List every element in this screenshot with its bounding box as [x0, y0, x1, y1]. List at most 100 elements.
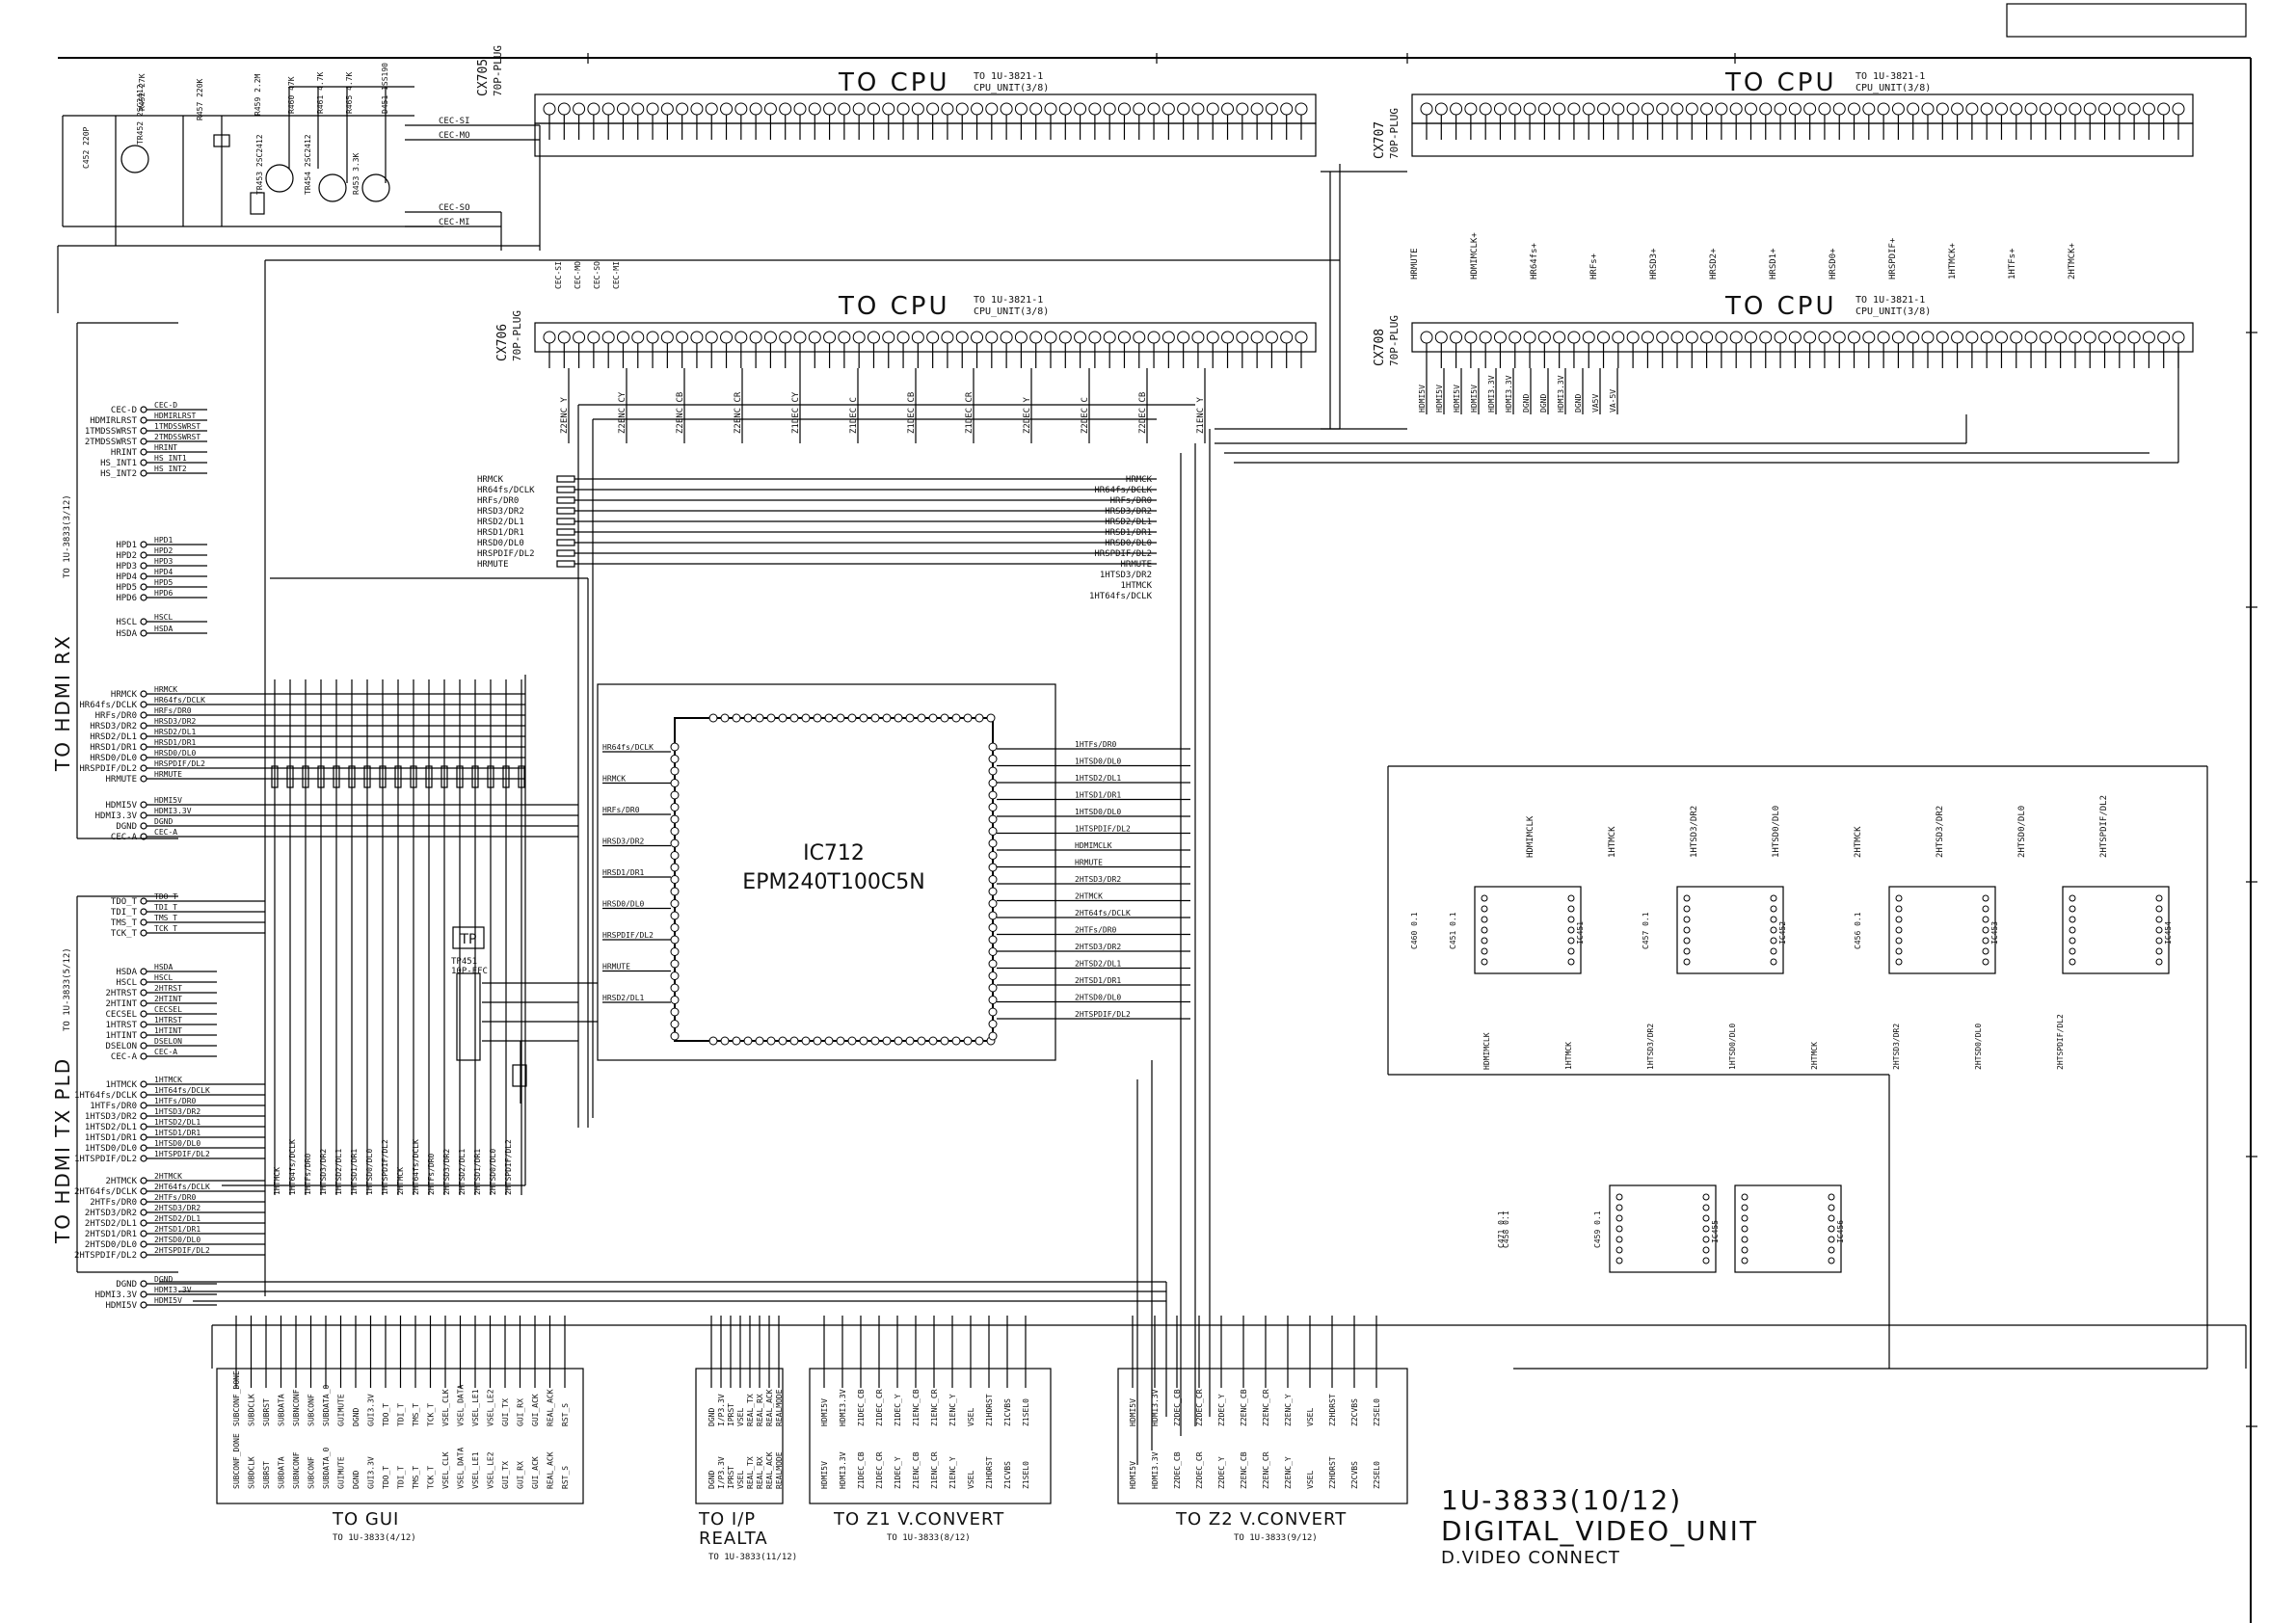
- right-bus-lower-label: 1HTSD0/DL0: [1728, 1024, 1737, 1070]
- z2-bottom-lower-label: Z2ENC_Y: [1284, 1456, 1293, 1489]
- cx708-signal-label: HDMI3.3V: [1487, 375, 1496, 412]
- ctl-left-bus-label: HDMIRLRST: [154, 412, 197, 420]
- page-frame: [58, 3, 2257, 1623]
- buffer-ic-pin: [1615, 1225, 1623, 1233]
- ic712-left-pin: [670, 790, 680, 800]
- pwr-left-label: DGND: [116, 822, 137, 832]
- ic712-left-pin-label: HRSD1/DR1: [602, 868, 645, 877]
- z2-bottom-lower-label: Z2DEC_CR: [1195, 1451, 1204, 1489]
- buffer-ic-pin: [1895, 894, 1903, 902]
- z1-bottom-upper-label: Z1DEC_CR: [875, 1389, 884, 1426]
- ic712-right-pin: [988, 1020, 998, 1028]
- cx706-pin: [882, 331, 895, 344]
- right-bus-lower-label: 2HTMCK: [1810, 1042, 1819, 1070]
- tx2-left-bus-label: 2HTMCK: [154, 1172, 182, 1181]
- cx706-pin: [867, 331, 880, 344]
- tx2-left-bus-label: 2HTSPDIF/DL2: [154, 1246, 210, 1255]
- resistor-bank-resistor: [502, 765, 510, 788]
- tx2-left-terminal: [140, 1251, 147, 1259]
- ic712-left-pin: [670, 1020, 680, 1028]
- cx707-pin: [1656, 102, 1669, 116]
- cx705-pin: [1074, 102, 1087, 116]
- tx1-left-label: 1HTSD2/DL1: [85, 1123, 137, 1132]
- cx706-pin: [734, 331, 748, 344]
- ctl-left-terminal: [140, 438, 147, 445]
- cx706-pin: [1250, 331, 1264, 344]
- ic712-left-pin: [670, 959, 680, 969]
- cx706-pin: [1295, 331, 1308, 344]
- hpd-left-label: HPD1: [116, 541, 137, 550]
- gui-bottom-upper-label: GUI3.3V: [367, 1394, 376, 1426]
- gui-bottom-upper-label: VSEL_DATA: [457, 1384, 466, 1426]
- gui-bottom-lower-label: VSEL_DATA: [457, 1447, 466, 1489]
- txctl-left-bus-label: HSDA: [154, 963, 173, 971]
- cx707-pin: [2039, 102, 2052, 116]
- cec-bus-label: CEC-SO: [439, 203, 470, 213]
- cec-bus-vlabel: CEC-MO: [574, 261, 582, 289]
- cx707-to-cpu: TO CPU: [1724, 68, 1836, 97]
- cx705-pin: [1000, 102, 1013, 116]
- ddc-left-bus-label: HSCL: [154, 613, 173, 622]
- hpd-left-label: HPD2: [116, 551, 137, 561]
- gui-bottom-upper-label: VSEL_CLK: [441, 1389, 450, 1426]
- ic712-left-pin: [670, 779, 680, 787]
- cx705-type: 70P-PLUG: [492, 45, 504, 96]
- cx708-pin: [1553, 331, 1566, 344]
- cx707-signal-label: HDMIMCLK+: [1470, 232, 1480, 279]
- cx708-signal-label: HDMI5V: [1418, 385, 1427, 412]
- cx707-connector: [1411, 93, 2194, 157]
- z1-bottom-lower-label: Z1ENC_Y: [948, 1456, 957, 1489]
- cx707-pin: [1951, 102, 1964, 116]
- bpwr-left-terminal: [140, 1290, 147, 1298]
- ip-bottom-upper-label: REAL_TX: [746, 1394, 755, 1426]
- cx706-pin: [779, 331, 792, 344]
- pwr-left-bus-label: HDMI5V: [154, 796, 182, 805]
- cx708-signal-label: DGND: [1574, 394, 1583, 412]
- buffer-ic-pin: [1702, 1204, 1710, 1211]
- rxbus-left-terminal: [140, 743, 147, 751]
- hr-bus-label: HRSD1/DR1: [477, 528, 524, 538]
- cx706-pin: [1236, 331, 1249, 344]
- buffer-ic-pin: [1481, 937, 1488, 945]
- ic712-top-pin: [755, 713, 764, 723]
- buffer-ic-ref: IC455: [1711, 1220, 1720, 1243]
- tx1-left-terminal: [140, 1091, 147, 1099]
- rxbus-left-terminal: [140, 722, 147, 730]
- cx705-pin: [779, 102, 792, 116]
- cx706-signal-label: Z2ENC_CB: [676, 392, 685, 434]
- buffer-ic-pin: [1567, 958, 1575, 966]
- z2-bottom-lower-label: VSEL: [1306, 1471, 1315, 1489]
- cx706-pin: [941, 331, 954, 344]
- ic712-bottom-pin: [894, 1036, 903, 1046]
- cx708-pin: [1744, 331, 1757, 344]
- cx706-pin: [763, 331, 777, 344]
- bpwr-left-bus-label: DGND: [154, 1275, 173, 1284]
- cx705-to-cpu: TO CPU: [838, 68, 949, 97]
- ddc-left-label: HSDA: [116, 629, 137, 639]
- buffer-ic-pin: [1741, 1236, 1749, 1243]
- jtag-left-bus-label: TMS_T: [154, 914, 177, 922]
- cx706-pin: [1280, 331, 1294, 344]
- jtag-left-label: TCK_T: [111, 929, 138, 939]
- tx2-left-label: 2HT64fs/DCLK: [74, 1187, 138, 1197]
- buffer-ic-ref: IC453: [1990, 921, 1999, 945]
- ic712-right-pin-label: 2HTSD0/DL0: [1075, 994, 1121, 1002]
- buffer-ic-pin: [1982, 937, 1989, 945]
- cx706-pin: [1161, 331, 1175, 344]
- ic712-left-pin-label: HRFs/DR0: [602, 806, 640, 814]
- gui-bottom-upper-label: GUI_RX: [517, 1398, 525, 1426]
- tx1-left-terminal: [140, 1144, 147, 1152]
- bottom-gui-title: TO GUI: [332, 1509, 399, 1530]
- z1-bottom-lower-label: HDMI5V: [820, 1461, 829, 1489]
- tx2-left-bus-label: 2HT64fs/DCLK: [154, 1183, 210, 1191]
- hr-bus-right-label: HR64fs/DCLK: [1094, 486, 1152, 495]
- txctl-left-terminal: [140, 1010, 147, 1018]
- ic712-left-pin: [670, 875, 680, 884]
- buffer-ic-pin: [1982, 905, 1989, 913]
- cx706-pin: [631, 331, 645, 344]
- buffer-ic-pin: [1828, 1225, 1835, 1233]
- cx708-pin: [1641, 331, 1654, 344]
- ic712-bottom-pin: [755, 1036, 764, 1046]
- hpd-left-bus-label: HPD3: [154, 557, 173, 566]
